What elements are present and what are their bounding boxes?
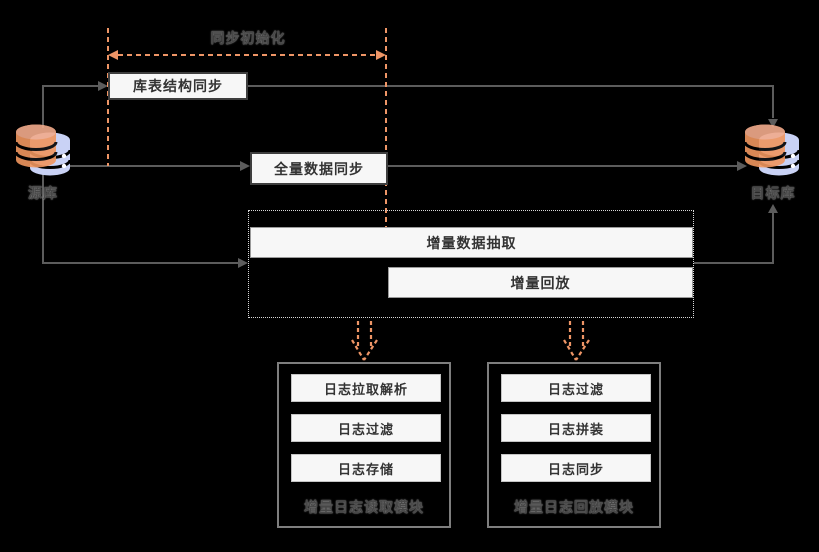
module-step: 日志存储 [291,454,441,482]
module-step: 日志过滤 [291,414,441,442]
arrowhead-icon [768,119,778,128]
target-database-icon [744,124,801,176]
arrowhead-icon [240,161,250,171]
module-step: 日志拉取解析 [291,374,441,402]
arrowhead-icon [108,50,118,60]
arrowhead-icon [376,50,386,60]
incr-replay-box: 增量回放 [388,267,693,298]
arrowhead-icon [98,81,108,91]
dashed-down-arrow-icon [563,321,590,361]
log-replay-module-title: 增量日志回放模块 [514,499,634,515]
target-db-label: 目标库 [750,185,796,201]
incremental-group-container [248,210,694,318]
schema-sync-box: 库表结构同步 [108,72,248,100]
log-reader-module-title: 增量日志读取模块 [304,499,424,515]
line-source-to-schema-sync [42,85,98,128]
arrowhead-icon [238,258,248,268]
log-reader-module: 日志拉取解析 日志过滤 日志存储 增量日志读取模块 [277,362,451,528]
line-incr-to-target [694,213,774,264]
full-sync-box: 全量数据同步 [250,152,388,185]
log-replay-module: 日志过滤 日志拼装 日志同步 增量日志回放模块 [487,362,661,528]
source-database-icon [15,124,72,176]
dashed-down-arrow-icon [351,321,378,361]
arrowhead-icon [768,204,778,213]
init-span-annotation [107,28,387,227]
arrowhead-icon [737,161,747,171]
module-step: 日志拼装 [501,414,651,442]
module-step: 日志同步 [501,454,651,482]
module-step: 日志过滤 [501,374,651,402]
incr-extract-box: 增量数据抽取 [250,227,693,258]
init-span-label: 同步初始化 [210,30,286,46]
line-source-to-incr [42,174,238,264]
source-db-label: 源库 [28,185,58,201]
line-schema-sync-to-target [248,85,774,118]
